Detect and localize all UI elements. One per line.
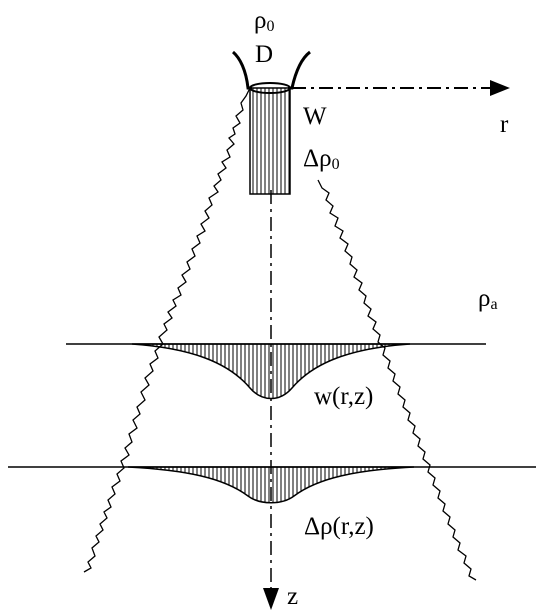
plume-boundary-right [317,179,477,581]
label-rho-a: ρa [478,285,498,313]
label-D: D [255,41,274,68]
label-delta-rho0: Δρ0 [303,145,340,173]
label-r: r [500,111,509,138]
source-column [249,87,291,195]
label-z: z [287,583,299,610]
density-profile [127,466,415,504]
label-delta-rho-rz: Δρ(r,z) [304,513,374,540]
label-rho0: ρ0 [254,7,275,35]
label-w-rz: w(r,z) [314,383,374,410]
velocity-profile [131,343,411,400]
label-W: W [303,103,327,130]
plume-boundary-left [83,87,251,573]
r-axis-arrowhead [490,80,510,96]
z-axis-arrowhead [263,588,279,610]
